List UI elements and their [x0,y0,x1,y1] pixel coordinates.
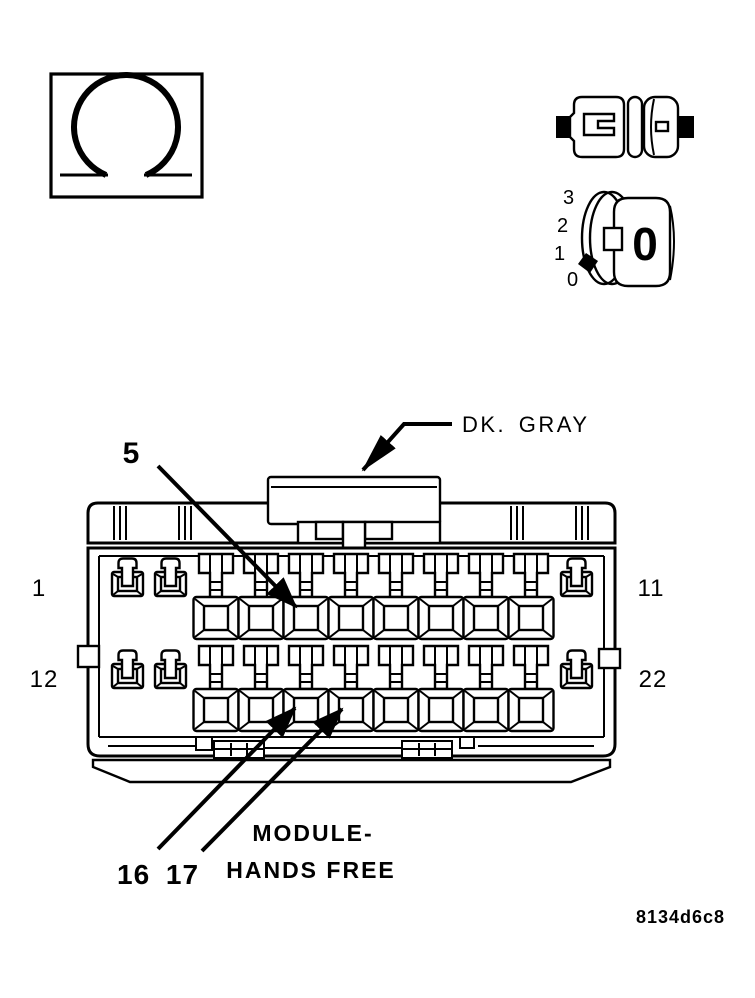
pin-cavity-large [327,552,375,641]
pin-cavity-large [372,644,420,733]
dial-plate-notch [602,226,624,252]
component-name-line1: MODULE- [252,820,373,846]
dial-gauge-icon: 3 2 1 0 0 [554,187,675,291]
dial-scale-1: 1 [554,243,565,265]
pin-cavity-large [507,552,555,641]
pin-cavity-large [417,644,465,733]
dial-pointer-diamond [578,253,598,273]
pin-cavity-large [507,644,555,733]
pin-label-11: 11 [638,575,665,602]
pin-cavity-large [417,552,465,641]
pin-cavity-large [192,644,240,733]
side-notch-right [597,647,622,670]
pin-label-22: 22 [639,666,668,693]
dial-face-zero: 0 [632,218,658,270]
pin-cavity-large [372,552,420,641]
bottom-hook-left [195,736,213,751]
callout-label-pin5: 5 [123,437,140,470]
pin-cavity-large [282,644,330,733]
pin-cavity-large [462,552,510,641]
callout-arrow-pin5 [156,464,298,609]
terminal-slot [582,112,616,137]
lock-slot-left [314,520,345,541]
dial-plate-depth [669,205,675,281]
callout-arrow-dk-gray [361,422,452,472]
housing-color-label: DK. GRAY [462,412,590,437]
rail-hatch-lines [113,506,589,540]
connector-diagram: 5 DK. GRAY 1 11 12 22 16 17 MODULE- HAND… [30,412,668,890]
connector-base-skirt [91,758,612,784]
terminal-cap [626,95,644,159]
pin-label-12: 12 [30,666,59,693]
dial-plate [612,196,672,288]
terminal-pair-icon [556,95,694,159]
callout-arrow-pin17 [200,707,344,853]
dial-scale-3: 3 [563,187,574,209]
figure-code: 8134d6c8 [636,907,725,927]
bottom-hook-right [459,736,475,749]
component-name-line2: HANDS FREE [226,857,396,883]
pin-label-1: 1 [32,575,46,602]
pin-cavity-large [237,644,285,733]
dial-scale-0: 0 [567,269,578,291]
lock-tab-plate [266,475,442,526]
ohmmeter-icon [49,72,204,199]
side-notch-left [76,644,101,669]
callout-label-pins-16-17: 16 17 [117,859,199,890]
pin-cavity-large [282,552,330,641]
callout-arrow-pin16 [156,706,297,851]
bottom-ledge-lines [108,745,594,749]
pin-cavity-large [237,552,285,641]
lock-slot-right [363,520,394,541]
bottom-index-right [401,740,453,759]
socket-contour [650,98,655,156]
omega-arc [71,72,181,178]
socket-slot [654,120,670,133]
lock-tab [266,475,442,562]
pin-cavity-large [462,644,510,733]
dial-scale-2: 2 [557,215,568,237]
pin-cavity-large [192,552,240,641]
wire-stub-right [678,116,694,138]
